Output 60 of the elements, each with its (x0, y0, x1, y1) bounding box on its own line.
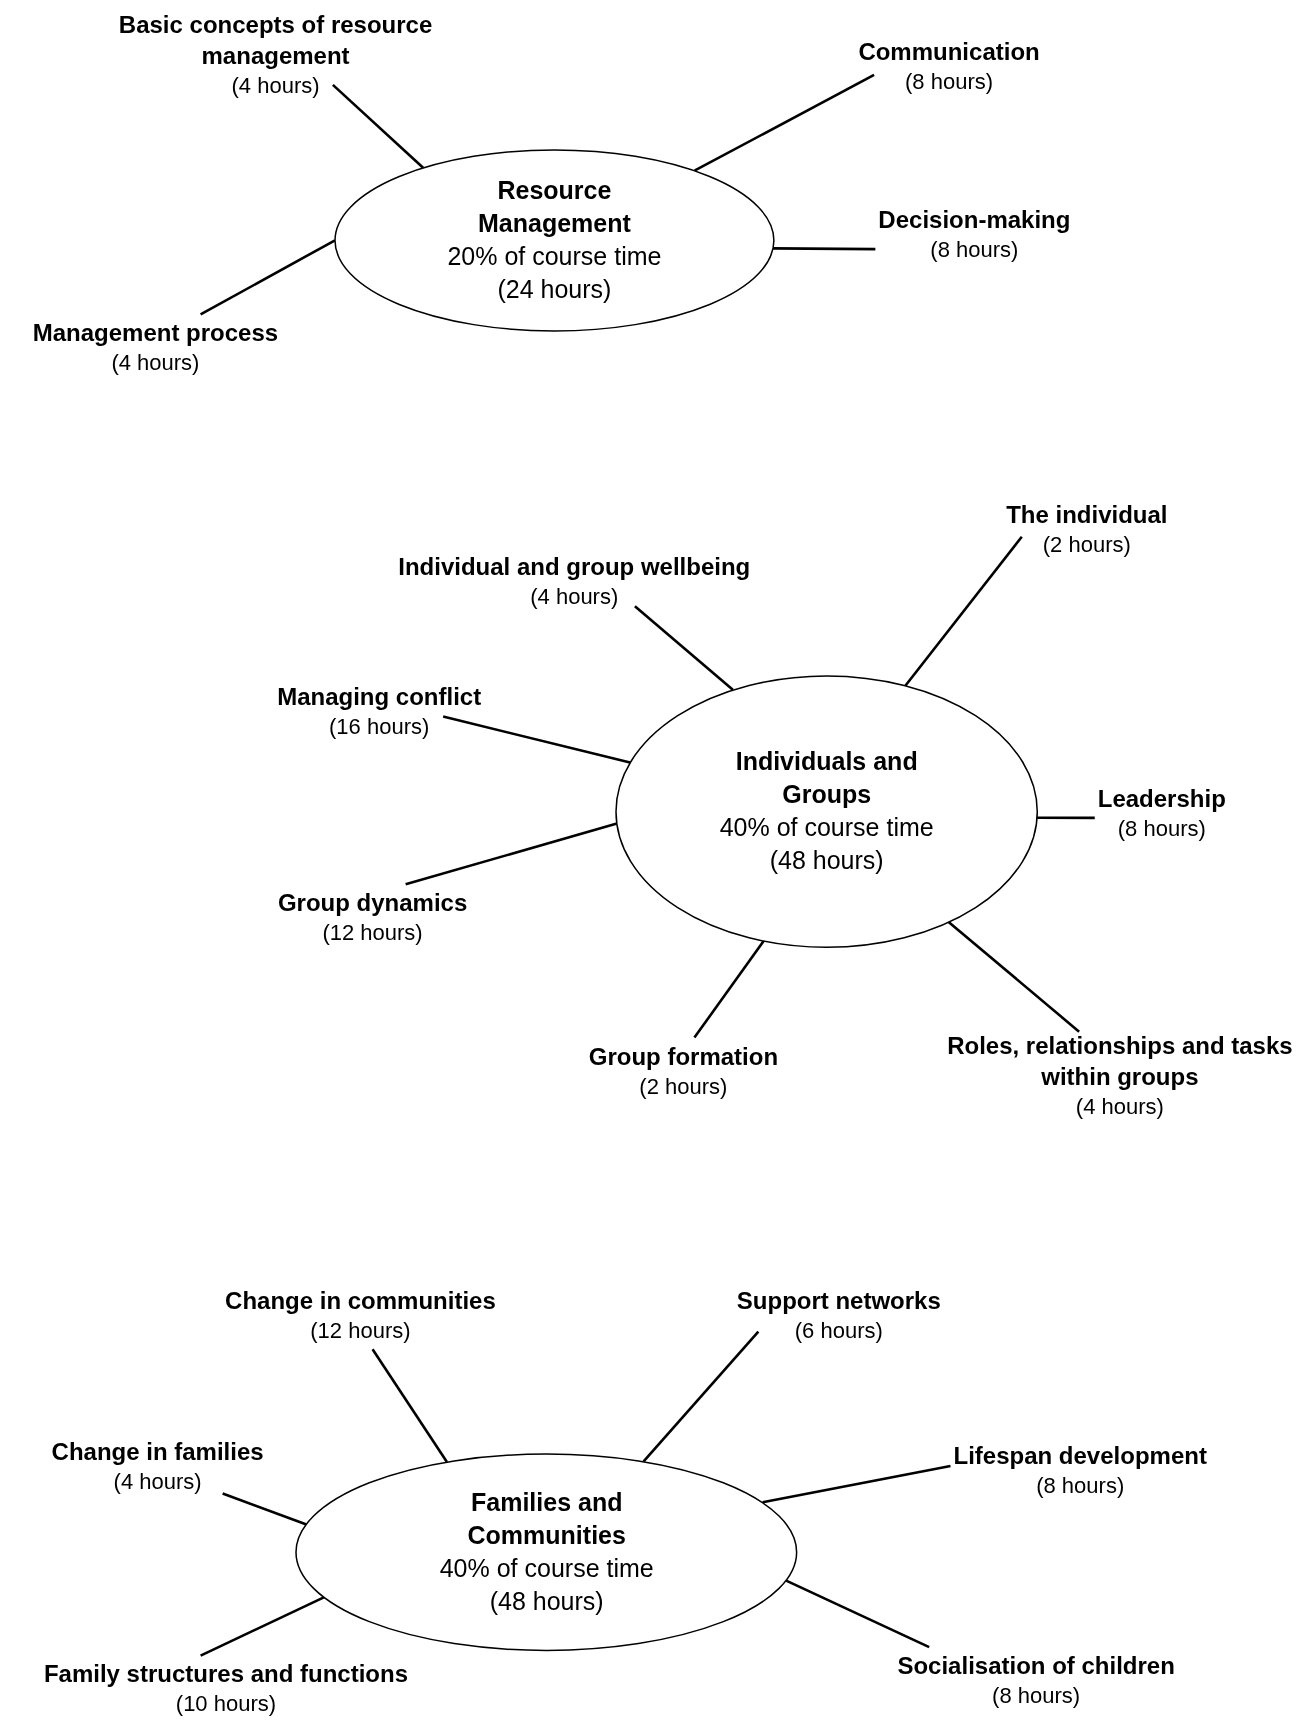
topic-hours: (4 hours) (1074, 1092, 1165, 1121)
unit-detail: (24 hours) (497, 274, 612, 306)
topic-title: Roles, relationships and tasks within groups (946, 1030, 1294, 1092)
topic-hours: (16 hours) (328, 713, 431, 742)
topic-hours: (12 hours) (309, 1317, 412, 1346)
topic-hours: (12 hours) (321, 919, 424, 948)
unit-detail: (48 hours) (489, 1586, 604, 1617)
topic-hours: (8 hours) (929, 235, 1020, 264)
unit-detail: 20% of course time (447, 241, 662, 273)
unit-detail: (48 hours) (769, 845, 884, 877)
connector-line (634, 605, 734, 691)
connector-line (222, 1492, 307, 1526)
topic-title: Socialisation of children (897, 1651, 1175, 1682)
topic-title: Basic concepts of resource management (117, 9, 434, 71)
connector-line (200, 239, 336, 316)
topic-title: Managing conflict (277, 682, 482, 713)
topic-title: Change in communities (225, 1286, 496, 1317)
connector-line (904, 536, 1023, 687)
topic-title: Decision-making (878, 204, 1071, 235)
connector-line (693, 940, 765, 1039)
topic-title: Support networks (736, 1286, 941, 1317)
topic-title: Group formation (588, 1041, 779, 1072)
topic-title: Group dynamics (277, 888, 468, 919)
unit-title: Individuals and Groups (734, 746, 919, 811)
topic-hours: (10 hours) (174, 1689, 278, 1718)
topic-title: Individual and group wellbeing (398, 552, 751, 583)
connector-line (405, 822, 618, 886)
topic-title: Change in families (51, 1437, 264, 1468)
unit-detail: 40% of course time (439, 1553, 654, 1584)
connector-line (442, 715, 631, 764)
unit-detail: 40% of course time (719, 812, 934, 844)
topic-hours: (8 hours) (991, 1682, 1082, 1711)
topic-hours: (8 hours) (904, 68, 995, 97)
topic-title: Family structures and functions (43, 1658, 408, 1689)
topic-title: Lifespan development (953, 1440, 1207, 1471)
topic-hours: (2 hours) (1041, 531, 1132, 560)
connector-line (200, 1595, 325, 1657)
topic-title: Management process (32, 318, 279, 349)
connector-line (1037, 816, 1095, 820)
unit-title: Families and Communities (466, 1487, 627, 1551)
topic-hours: (4 hours) (529, 583, 620, 612)
topic-hours: (4 hours) (112, 1468, 203, 1497)
connector-line (642, 1330, 760, 1463)
topic-title: The individual (1006, 500, 1168, 531)
topic-hours: (6 hours) (793, 1317, 884, 1346)
connector-line (762, 1464, 951, 1504)
connector-line (371, 1348, 448, 1463)
connector-line (773, 247, 876, 251)
topic-title: Leadership (1097, 783, 1226, 814)
topic-hours: (4 hours) (110, 349, 201, 378)
topic-hours: (2 hours) (638, 1072, 729, 1101)
topic-title: Communication (858, 37, 1040, 68)
topic-hours: (8 hours) (1035, 1471, 1126, 1500)
connector-line (947, 920, 1080, 1033)
connector-line (693, 73, 875, 172)
unit-title: Resource Management (477, 175, 632, 240)
connector-line (785, 1579, 930, 1649)
topic-hours: (8 hours) (1116, 814, 1207, 843)
connector-line (332, 83, 424, 169)
topic-hours: (4 hours) (230, 71, 321, 100)
